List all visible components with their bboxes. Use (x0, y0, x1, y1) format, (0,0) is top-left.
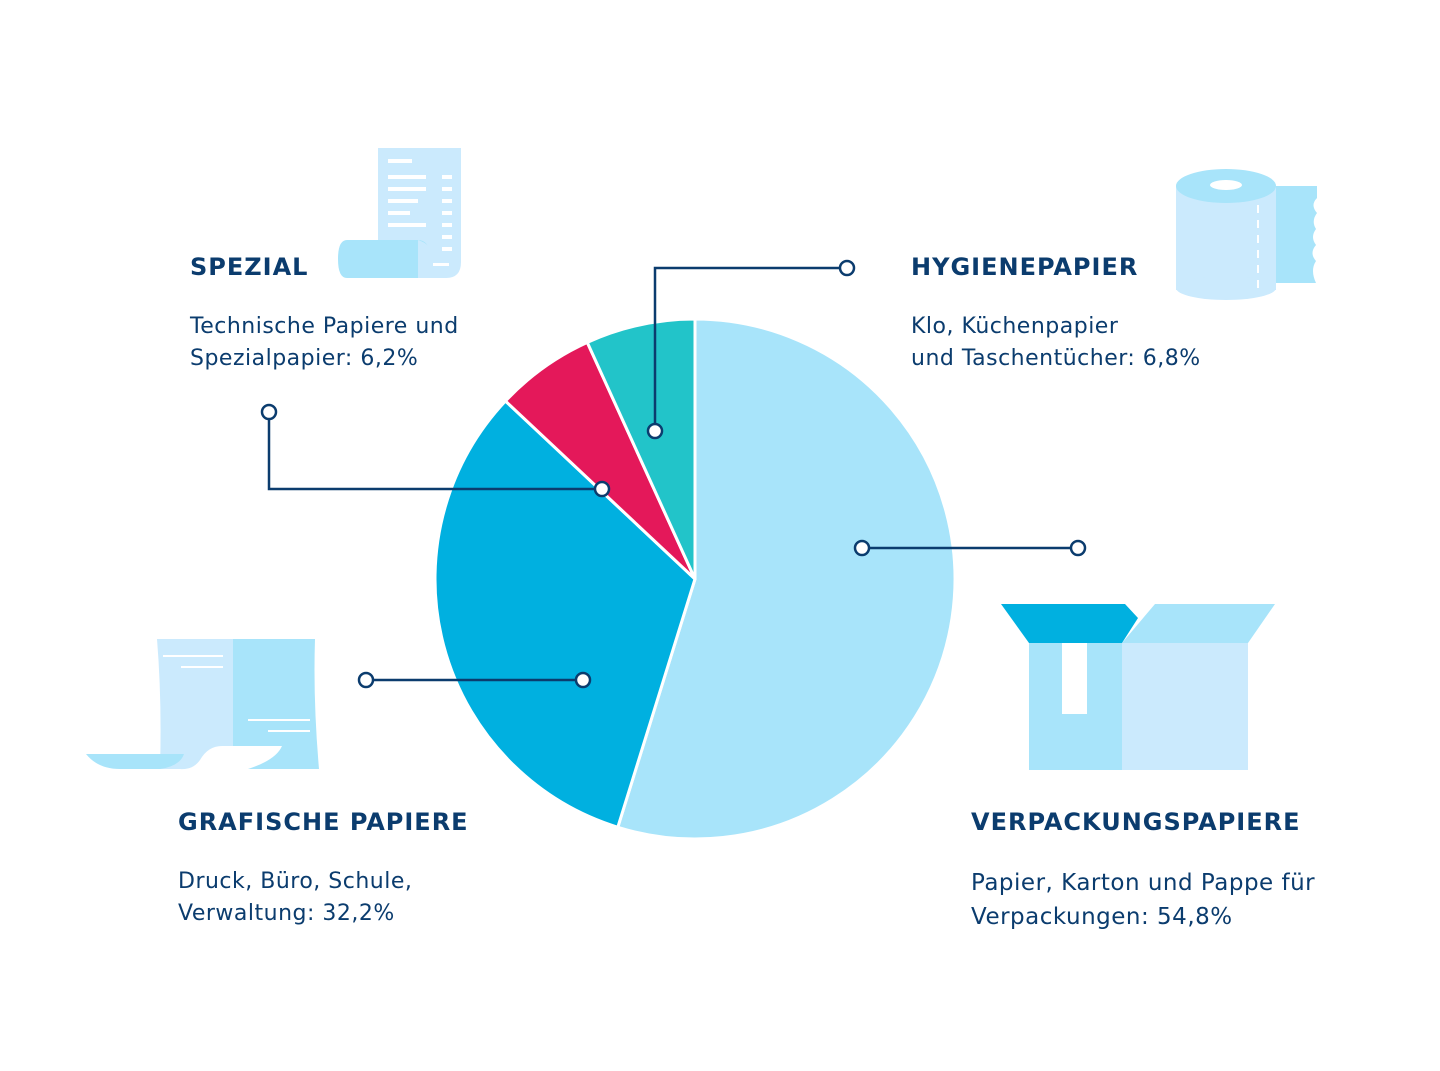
connector-hygiene-end-dot (646, 422, 664, 440)
connector-spezial (267, 412, 602, 491)
pie-chart (433, 317, 957, 841)
connector-grafisch-end-dot (574, 671, 592, 689)
label-verpackung: VERPACKUNGSPAPIERE Papier, Karton und Pa… (971, 808, 1315, 934)
connectors (260, 259, 1087, 689)
connector-verpackung-start-dot (853, 539, 871, 557)
heading-verpackung: VERPACKUNGSPAPIERE (971, 808, 1301, 836)
connector-verpackung-end-dot (1069, 539, 1087, 557)
connector-spezial-start-dot (260, 403, 278, 421)
description-hygiene-line-2: und Taschentücher: 6,8% (911, 346, 1201, 371)
description-hygiene: Klo, Küchenpapier und Taschentücher: 6,8… (911, 311, 1201, 375)
connector-grafisch-start-dot (357, 671, 375, 689)
description-spezial-line-1: Technische Papiere und (190, 314, 459, 339)
connector-hygiene (653, 266, 847, 431)
label-hygiene: HYGIENEPAPIER Klo, Küchenpapier und Tasc… (911, 253, 1201, 375)
pie-slice-hygiene (585, 317, 697, 581)
description-grafisch: Druck, Büro, Schule, Verwaltung: 32,2% (178, 866, 469, 930)
heading-spezial: SPEZIAL (190, 253, 309, 281)
cardboard-box-icon (1001, 604, 1275, 770)
label-grafisch: GRAFISCHE PAPIERE Druck, Büro, Schule, V… (178, 808, 469, 930)
pie-slice-verpackung (616, 317, 957, 841)
description-hygiene-line-1: Klo, Küchenpapier (911, 314, 1119, 339)
heading-grafisch: GRAFISCHE PAPIERE (178, 808, 469, 836)
connector-hygiene-start-dot (838, 259, 856, 277)
description-spezial: Technische Papiere und Spezialpapier: 6,… (190, 311, 459, 375)
description-grafisch-line-2: Verwaltung: 32,2% (178, 901, 395, 926)
description-verpackung: Papier, Karton und Pappe für Verpackunge… (971, 866, 1315, 934)
toilet-paper-roll-icon (1176, 169, 1317, 300)
description-verpackung-line-1: Papier, Karton und Pappe für (971, 870, 1316, 896)
connector-spezial-end-dot (593, 480, 611, 498)
description-grafisch-line-1: Druck, Büro, Schule, (178, 869, 413, 894)
description-verpackung-line-2: Verpackungen: 54,8% (971, 904, 1233, 930)
receipt-scroll-icon (338, 148, 461, 278)
label-spezial: SPEZIAL Technische Papiere und Spezialpa… (190, 253, 459, 375)
description-spezial-line-2: Spezialpapier: 6,2% (190, 346, 419, 371)
paper-sheets-icon (86, 639, 319, 770)
pie-slice-grafisch (433, 399, 697, 829)
heading-hygiene: HYGIENEPAPIER (911, 253, 1139, 281)
